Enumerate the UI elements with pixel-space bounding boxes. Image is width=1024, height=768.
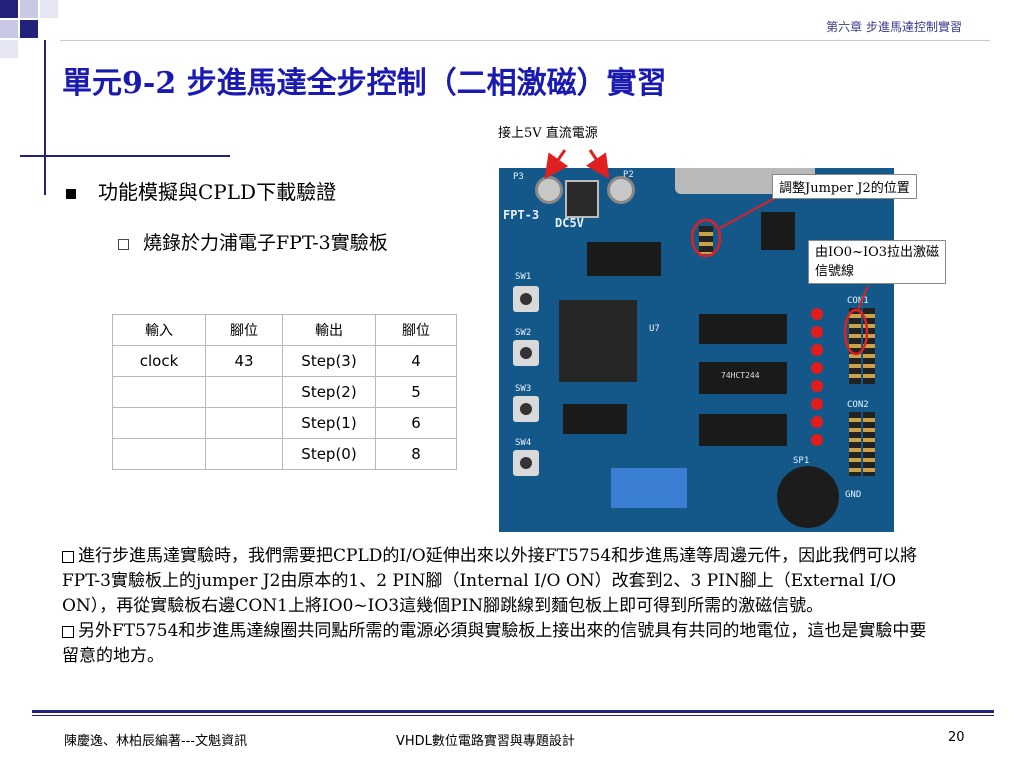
footer-book-title: VHDL數位電路實習與專題設計: [396, 734, 575, 749]
con2-header: [863, 412, 875, 476]
led-icon: [811, 308, 823, 320]
deco-square: [0, 40, 18, 58]
table-header-row: 輸入 腳位 輸出 腳位: [112, 314, 457, 346]
deco-horizontal-line: [20, 155, 230, 157]
board-label-p3: P3: [513, 172, 524, 182]
led-icon: [811, 344, 823, 356]
led-icon: [811, 326, 823, 338]
hollow-square-bullet-icon: [118, 238, 129, 250]
io-annotation: 由IO0~IO3拉出激磁 信號線: [808, 240, 947, 284]
checkbox-bullet-icon: [62, 625, 74, 638]
page-title: 單元9-2 步進馬達全步控制（二相激磁）實習: [62, 66, 667, 101]
board-label-u7: U7: [649, 324, 660, 334]
ic-chip: [587, 242, 661, 276]
ic-chip: [699, 314, 787, 344]
board-label-sw4: SW4: [515, 438, 532, 448]
footer-rule: [32, 715, 994, 716]
led-icon: [811, 416, 823, 428]
dip-switch-icon: [611, 468, 687, 508]
regulator-icon: [565, 180, 599, 218]
board-label-sw2: SW2: [515, 328, 532, 338]
chapter-label: 第六章 步進馬達控制實習: [826, 20, 962, 34]
ic-chip-74hct244: [699, 362, 787, 394]
footer-rule: [32, 710, 994, 713]
footer-authors: 陳慶逸、林柏辰編著---文魁資訊: [64, 734, 248, 749]
led-icon: [811, 434, 823, 446]
deco-square: [20, 0, 38, 18]
jumper-annotation: 調整Jumper J2的位置: [772, 174, 917, 199]
board-label-74hct244: 74HCT244: [721, 371, 760, 380]
board-label-p2: P2: [623, 170, 634, 180]
push-button-icon: [513, 396, 539, 422]
buzzer-icon: [777, 466, 839, 528]
board-label-con1: CON1: [847, 296, 869, 306]
ic-chip: [563, 404, 627, 434]
paragraph: 另外FT5754和步進馬達線圈共同點所需的電源必須與實驗板上接出來的信號具有共同…: [62, 621, 927, 666]
page-number: 20: [948, 730, 965, 745]
led-icon: [811, 380, 823, 392]
ic-chip: [699, 414, 787, 446]
bullet-level2: 燒錄於力浦電子FPT-3實驗板: [118, 228, 388, 255]
push-button-icon: [513, 450, 539, 476]
board-label-gnd: GND: [845, 490, 862, 500]
deco-vertical-line: [44, 40, 46, 195]
led-icon: [811, 398, 823, 410]
board-label-sp1: SP1: [793, 456, 810, 466]
deco-square: [0, 20, 18, 38]
table-row: Step(2)5: [112, 376, 457, 408]
paragraph: 進行步進馬達實驗時，我們需要把CPLD的I/O延伸出來以外接FT5754和步進馬…: [62, 546, 918, 616]
push-button-icon: [513, 286, 539, 312]
bullet-level1: 功能模擬與CPLD下載驗證: [66, 176, 336, 205]
board-label-sw3: SW3: [515, 384, 532, 394]
con1-header: [863, 308, 875, 384]
power-annotation: 接上5V 直流電源: [498, 122, 598, 141]
jumper-j2: [699, 226, 713, 254]
table-row: Step(0)8: [112, 438, 457, 470]
table-row: Step(1)6: [112, 407, 457, 439]
board-label-dc5v: DC5V: [555, 216, 584, 230]
power-terminal-icon: [535, 176, 563, 204]
cpld-chip: [559, 300, 637, 382]
deco-square: [0, 0, 18, 18]
fpt3-board-photo: P3 P2 DC5V FPT-3 U7 74HCT244 SW1 SW2 SW3…: [499, 168, 894, 532]
con1-header: [849, 308, 861, 384]
header-rule: [60, 40, 990, 41]
body-paragraphs: 進行步進馬達實驗時，我們需要把CPLD的I/O延伸出來以外接FT5754和步進馬…: [62, 544, 942, 669]
con2-header: [849, 412, 861, 476]
square-bullet-icon: [66, 188, 76, 199]
board-label-fpt3: FPT-3: [503, 208, 540, 222]
led-icon: [811, 362, 823, 374]
deco-square: [40, 0, 58, 18]
power-terminal-icon: [607, 176, 635, 204]
deco-square: [20, 20, 38, 38]
checkbox-bullet-icon: [62, 550, 74, 563]
board-label-con2: CON2: [847, 400, 869, 410]
board-label-sw1: SW1: [515, 272, 532, 282]
push-button-icon: [513, 340, 539, 366]
ic-chip: [761, 212, 795, 250]
